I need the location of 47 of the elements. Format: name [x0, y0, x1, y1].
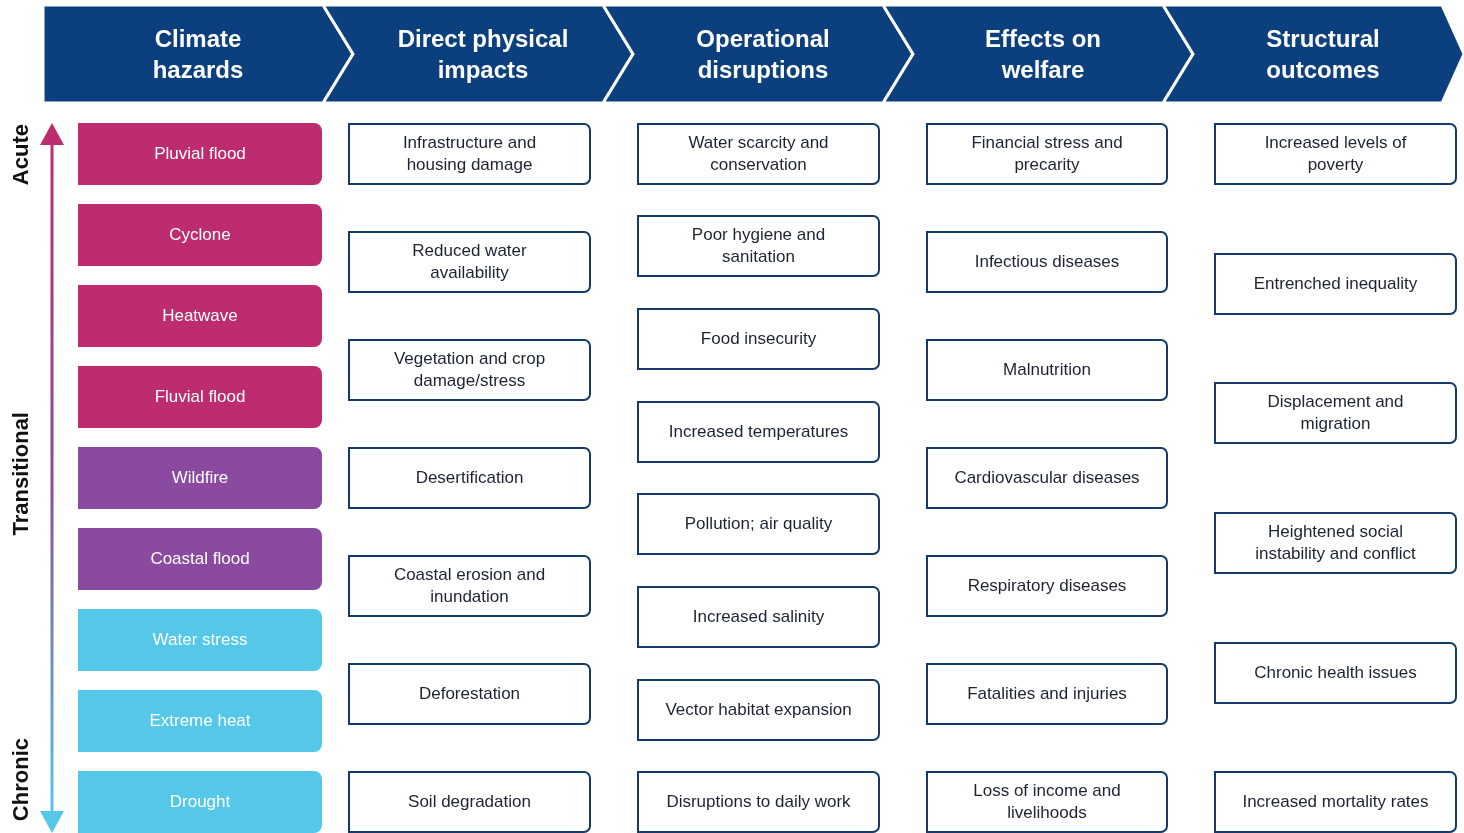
outcome-box: Entrenched inequality: [1214, 253, 1457, 315]
outcome-box: Financial stress and precarity: [926, 123, 1168, 185]
outcome-box: Increased temperatures: [637, 401, 880, 463]
column-heading: Climate hazards: [151, 24, 245, 85]
column-heading: Structural outcomes: [1265, 24, 1381, 85]
axis-label: Acute: [8, 124, 34, 186]
hazard-box: Heatwave: [78, 285, 322, 347]
outcome-box: Poor hygiene and sanitation: [637, 215, 880, 277]
outcome-box: Soil degradation: [348, 771, 591, 833]
outcome-box: Reduced water availability: [348, 231, 591, 293]
outcome-box: Desertification: [348, 447, 591, 509]
outcome-box: Increased mortality rates: [1214, 771, 1457, 833]
outcome-box: Vector habitat expansion: [637, 679, 880, 741]
outcome-box: Increased levels of poverty: [1214, 123, 1457, 185]
axis-label: Chronic: [8, 738, 34, 822]
hazard-box: Wildfire: [78, 447, 322, 509]
outcome-box: Infectious diseases: [926, 231, 1168, 293]
column-heading: Effects on welfare: [984, 24, 1102, 85]
outcome-box: Malnutrition: [926, 339, 1168, 401]
column-heading: Direct physical impacts: [396, 24, 570, 85]
outcome-box: Heightened social instability and conflict: [1214, 512, 1457, 574]
outcome-box: Loss of income and livelihoods: [926, 771, 1168, 833]
hazard-box: Fluvial flood: [78, 366, 322, 428]
outcome-box: Cardiovascular diseases: [926, 447, 1168, 509]
axis-label: Transitional: [8, 412, 34, 536]
outcome-box: Displacement and migration: [1214, 382, 1457, 444]
outcome-box: Fatalities and injuries: [926, 663, 1168, 725]
hazard-box: Drought: [78, 771, 322, 833]
outcome-box: Vegetation and crop damage/stress: [348, 339, 591, 401]
outcome-box: Coastal erosion and inundation: [348, 555, 591, 617]
hazard-box: Coastal flood: [78, 528, 322, 590]
chevron-header: [43, 5, 353, 103]
chevron-header: [1163, 5, 1464, 103]
outcome-box: Pollution; air quality: [637, 493, 880, 555]
hazard-box: Cyclone: [78, 204, 322, 266]
outcome-box: Water scarcity and conservation: [637, 123, 880, 185]
outcome-box: Disruptions to daily work: [637, 771, 880, 833]
outcome-box: Infrastructure and housing damage: [348, 123, 591, 185]
hazard-box: Water stress: [78, 609, 322, 671]
hazard-box: Pluvial flood: [78, 123, 322, 185]
outcome-box: Deforestation: [348, 663, 591, 725]
outcome-box: Chronic health issues: [1214, 642, 1457, 704]
column-heading: Operational disruptions: [695, 24, 831, 85]
hazard-box: Extreme heat: [78, 690, 322, 752]
outcome-box: Increased salinity: [637, 586, 880, 648]
outcome-box: Food insecurity: [637, 308, 880, 370]
outcome-box: Respiratory diseases: [926, 555, 1168, 617]
